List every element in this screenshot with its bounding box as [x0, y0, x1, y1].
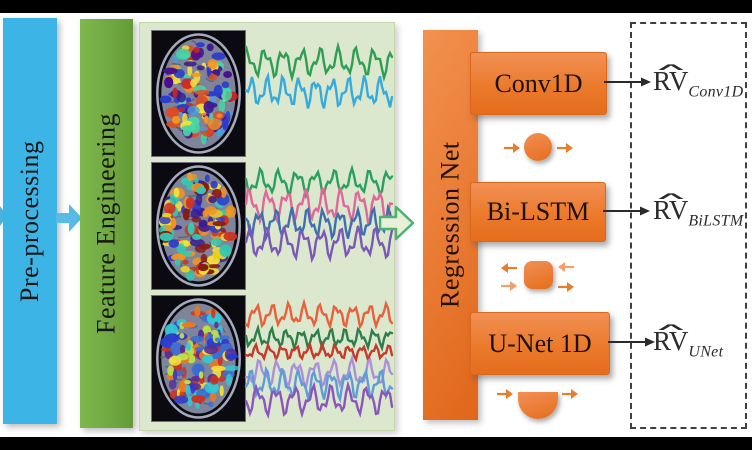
feature-engineering-label: Feature Engineering [91, 112, 121, 335]
model-box-conv1d: Conv1D [470, 52, 607, 115]
unet-label: U-Net 1D [488, 328, 592, 358]
mini-arrow-icon [496, 387, 514, 399]
model-box-unet: U-Net 1D [470, 312, 610, 375]
preprocessing-label: Pre-processing [15, 140, 44, 302]
fmri-slice-image-2 [151, 162, 246, 290]
bottom-black-bar [0, 437, 752, 450]
output-arrow-icon [608, 337, 655, 347]
output-arrow-icon [604, 77, 651, 87]
fmri-slice-image-1 [151, 30, 246, 157]
unet-pool-icon [518, 392, 558, 419]
flow-arrow-green-icon [379, 205, 415, 241]
flow-arrow-blue-icon [56, 204, 82, 232]
mini-arrow-icon [500, 261, 518, 273]
preprocessing-bar: Pre-processing [3, 18, 57, 424]
mini-arrow-icon [557, 280, 575, 292]
mini-arrow-icon [561, 387, 579, 399]
output-arrow-icon [603, 206, 650, 216]
outputs-dashed-box [630, 22, 747, 429]
top-black-bar [0, 0, 752, 13]
fmri-slice-image-3 [151, 295, 246, 422]
bilstm-cell-icon [524, 261, 553, 289]
model-box-bilstm: Bi-LSTM [470, 182, 606, 242]
conv1d-label: Conv1D [494, 68, 583, 98]
mini-arrow-icon [500, 279, 518, 291]
bilstm-label: Bi-LSTM [486, 197, 590, 226]
regression-net-bar: Regression Net [423, 30, 478, 420]
feature-engineering-bar: Feature Engineering [80, 19, 133, 428]
mini-arrow-icon [503, 141, 521, 153]
output-label-unet: RVUNet [653, 326, 723, 361]
output-label-bilstm: RVBiLSTM [653, 195, 744, 230]
mini-arrow-icon [556, 141, 574, 153]
conv1d-kernel-icon [524, 133, 552, 161]
mini-arrow-icon [557, 260, 575, 272]
output-label-conv1d: RVConv1D [653, 66, 744, 101]
